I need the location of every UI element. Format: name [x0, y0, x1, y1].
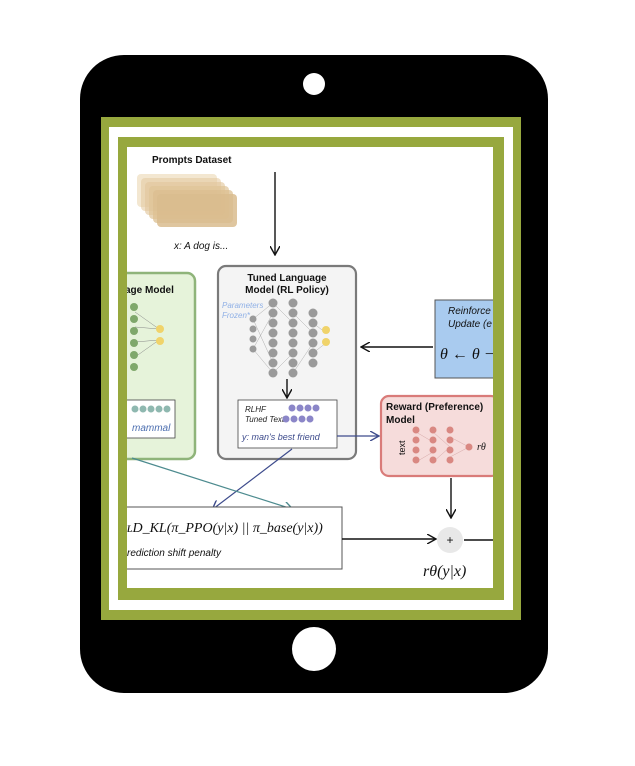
reward-model-box [379, 394, 493, 478]
reward-title-line2: Model [386, 415, 415, 426]
reward-title-line1: Reward (Preference) [386, 402, 483, 413]
penalty-formula: ʟD_KL(π_PPO(y|x) || π_base(y|x)) [127, 521, 323, 536]
sum-symbol: + [446, 533, 453, 547]
prompt-cards-icon [137, 174, 237, 227]
tuned-output-box [237, 399, 338, 449]
tablet-screen: Prompts Dataset x: A dog is... age Model [101, 117, 521, 620]
camera-icon [303, 73, 325, 95]
diagram-canvas: Prompts Dataset x: A dog is... age Model [127, 147, 493, 588]
reward-formula: rθ(y|x) [423, 563, 466, 580]
prompts-dataset-title: Prompts Dataset [152, 155, 232, 166]
tuned-model-title-line2: Model (RL Policy) [245, 285, 329, 296]
reinforce-update-box [434, 299, 493, 379]
frozen-note-line1: Parameters [222, 301, 263, 310]
frozen-note-line2: Frozen* [222, 311, 251, 320]
policy-network-icon [249, 298, 330, 378]
reward-output-label: rθ [477, 442, 486, 453]
penalty-box [127, 506, 343, 570]
rlhf-label-line2: Tuned Text [245, 415, 285, 424]
tuned-model-title-line1: Tuned Language [247, 273, 327, 284]
penalty-caption: rediction shift penalty [127, 548, 222, 559]
home-button[interactable] [292, 627, 336, 671]
prompt-example: x: A dog is... [173, 241, 228, 252]
rlhf-label-line1: RLHF [245, 405, 267, 414]
base-model-title: age Model [127, 285, 174, 296]
token-circles-icon [131, 405, 171, 413]
tuned-output-text: y: man's best friend [241, 432, 321, 442]
reinforce-formula: θ ← θ − [440, 346, 493, 363]
base-network-icon [130, 303, 164, 371]
token-circles-icon [282, 404, 320, 423]
reinforce-line2: Update (e [448, 319, 492, 330]
reward-text-axis: text [397, 440, 407, 455]
sum-node [437, 527, 463, 553]
reward-network-icon [412, 426, 473, 464]
base-output-text: mammal [132, 423, 171, 434]
arrow-base-to-penalty [131, 457, 292, 509]
reinforce-line1: Reinforce [448, 306, 491, 317]
arrow-policy-to-penalty [213, 448, 293, 509]
